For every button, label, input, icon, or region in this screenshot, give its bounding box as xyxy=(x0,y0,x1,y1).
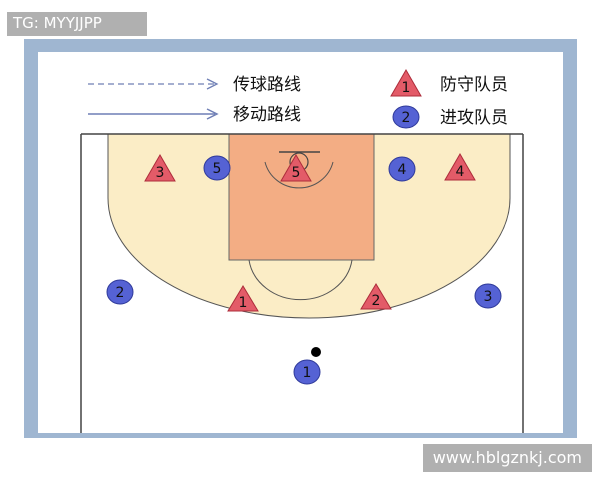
svg-text:2: 2 xyxy=(372,293,381,309)
defender-1: 1 xyxy=(227,285,259,312)
watermark-top: TG: MYYJJPP xyxy=(7,12,147,36)
svg-text:3: 3 xyxy=(484,289,493,305)
legend-attacker-symbol: 2 xyxy=(392,105,420,129)
legend-pass-route: 传球路线 xyxy=(233,75,301,95)
defender-3: 3 xyxy=(144,153,176,182)
attacker-5: 5 xyxy=(203,155,231,181)
svg-text:4: 4 xyxy=(456,164,465,180)
attacker-1: 1 xyxy=(293,359,321,385)
defender-4: 4 xyxy=(444,152,476,181)
free-throw-arc xyxy=(248,259,353,301)
svg-text:1: 1 xyxy=(239,295,248,311)
move-route-arrowhead xyxy=(206,108,219,120)
pass-route-arrowhead xyxy=(206,78,219,90)
svg-text:4: 4 xyxy=(398,162,407,178)
svg-text:3: 3 xyxy=(156,165,165,181)
attacker-2: 2 xyxy=(106,279,134,305)
svg-text:5: 5 xyxy=(292,165,301,181)
watermark-bottom: www.hblgznkj.com xyxy=(422,444,592,472)
defender-5: 5 xyxy=(280,153,312,182)
svg-text:2: 2 xyxy=(116,285,125,301)
legend-attacker: 进攻队员 xyxy=(440,108,508,128)
svg-text:5: 5 xyxy=(213,161,222,177)
basketball-icon xyxy=(311,347,321,357)
svg-text:1: 1 xyxy=(402,80,411,96)
svg-text:2: 2 xyxy=(402,110,411,126)
restricted-arc xyxy=(264,161,334,189)
legend-move-route: 移动路线 xyxy=(233,105,301,125)
attacker-4: 4 xyxy=(388,156,416,182)
svg-text:1: 1 xyxy=(303,365,312,381)
attacker-3: 3 xyxy=(474,283,502,309)
defender-2: 2 xyxy=(360,283,392,310)
legend-defender: 防守队员 xyxy=(440,75,508,95)
legend-defender-symbol: 1 xyxy=(390,68,422,97)
